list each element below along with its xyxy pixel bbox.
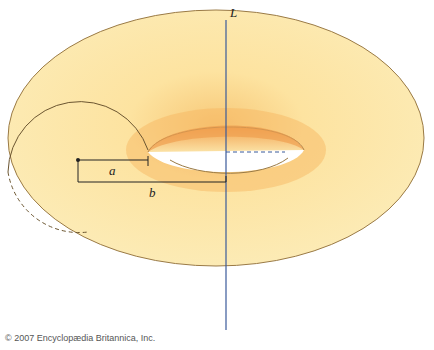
hidden-radius xyxy=(226,152,285,153)
section-circle xyxy=(8,102,148,172)
section-circle-hidden xyxy=(8,172,88,233)
hole-lower-edge xyxy=(170,158,288,173)
dimension-label: b xyxy=(149,186,156,199)
axis-line xyxy=(225,20,226,330)
radius-b-bracket xyxy=(78,166,226,182)
axis-label: L xyxy=(230,6,237,19)
dimension-label: a xyxy=(109,164,116,177)
torus-outline xyxy=(8,10,424,266)
copyright-note: © 2007 Encyclopædia Britannica, Inc. xyxy=(5,334,155,343)
